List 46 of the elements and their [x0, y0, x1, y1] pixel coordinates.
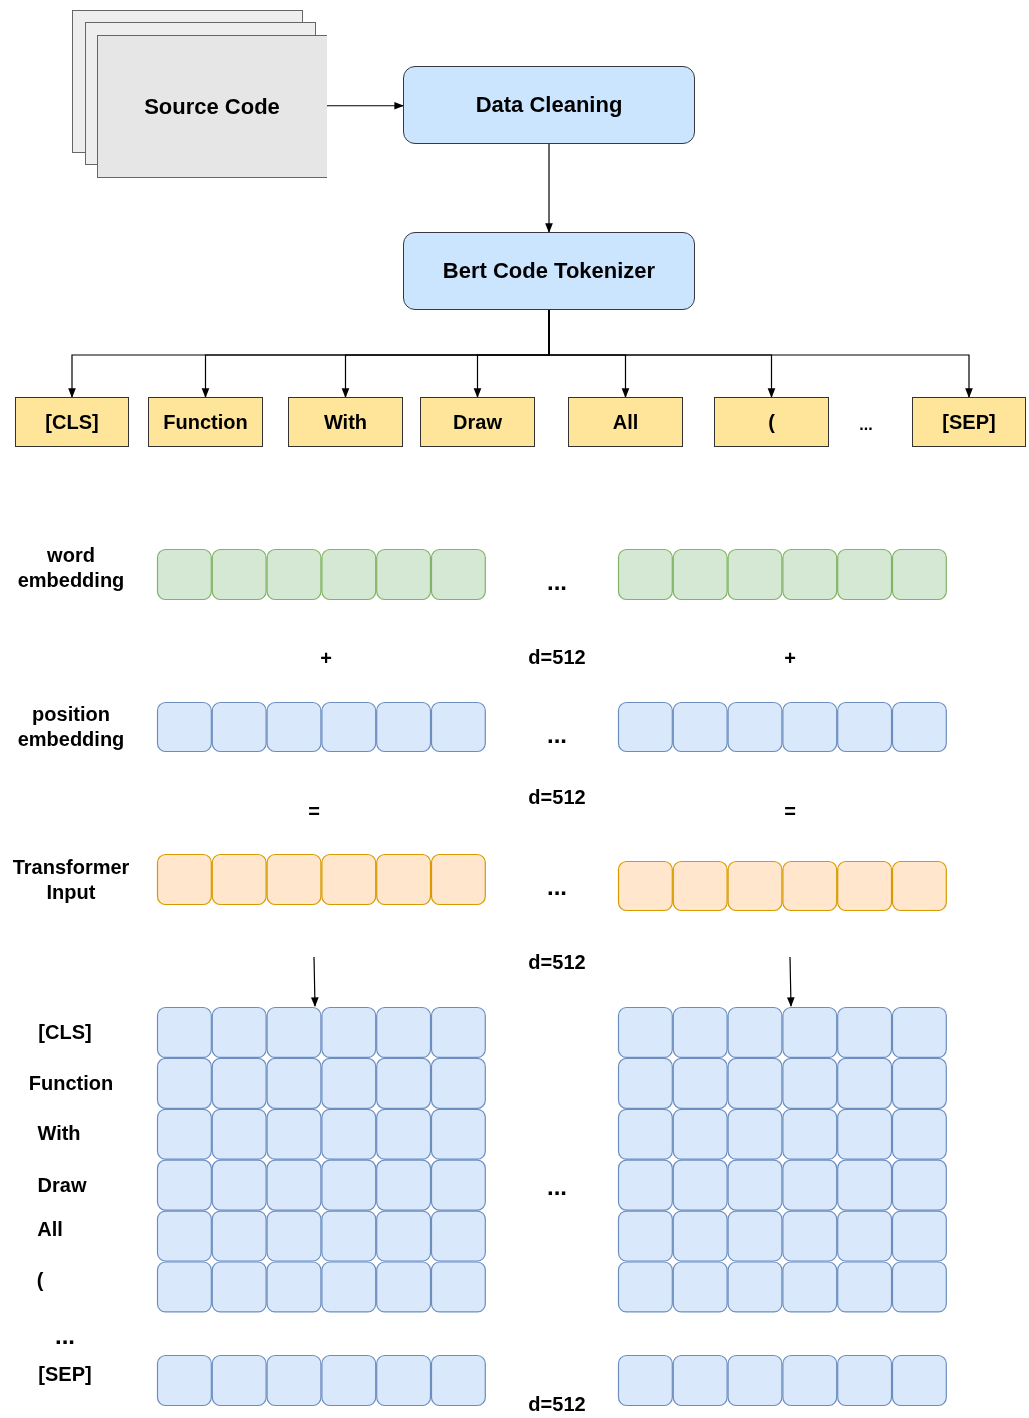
operator-symbol: +	[320, 645, 332, 671]
node-text: Function	[163, 410, 248, 434]
operator-symbol: +	[784, 645, 796, 671]
operator-symbol: =	[784, 798, 796, 824]
node-text: Data Cleaning	[475, 92, 623, 118]
document-stack	[72, 10, 327, 178]
ellipsis: ...	[547, 1172, 567, 1202]
node-text: Source Code	[144, 93, 280, 120]
token-label: (	[36, 1267, 44, 1293]
node-text: With	[323, 410, 368, 434]
row-label: Transformer Input	[11, 855, 131, 905]
dimension-label: d=512	[528, 644, 586, 670]
arrow	[326, 101, 404, 110]
node-text: Draw	[453, 410, 502, 434]
ellipsis: ...	[547, 567, 567, 597]
operator-symbol: =	[308, 798, 320, 824]
process-box	[403, 232, 695, 310]
token-label: Function	[28, 1070, 114, 1096]
token-box	[714, 397, 829, 447]
dimension-label: d=512	[528, 1391, 586, 1417]
node-text: [SEP]	[942, 410, 996, 434]
token-label: [CLS]	[38, 1019, 92, 1045]
token-label: [SEP]	[38, 1361, 92, 1387]
row-label: word embedding	[16, 543, 126, 593]
ellipsis: ...	[55, 1321, 75, 1351]
row-label: position embedding	[16, 702, 126, 752]
ellipsis: ...	[547, 720, 567, 750]
arrow	[545, 143, 553, 233]
token-box	[912, 397, 1026, 447]
dimension-label: d=512	[528, 784, 586, 810]
ellipsis: ...	[859, 415, 873, 435]
token-box	[568, 397, 683, 447]
token-label: All	[37, 1216, 63, 1242]
dimension-label: d=512	[528, 949, 586, 975]
node-text: [CLS]	[45, 410, 99, 434]
node-text: All	[612, 410, 639, 434]
token-label: Draw	[37, 1172, 87, 1198]
process-box	[403, 66, 695, 144]
token-box	[15, 397, 129, 447]
node-text: (	[768, 410, 775, 434]
token-box	[420, 397, 535, 447]
token-label: With	[37, 1120, 81, 1146]
ellipsis: ...	[547, 872, 567, 902]
node-text: Bert Code Tokenizer	[442, 258, 656, 284]
token-box	[148, 397, 263, 447]
token-box	[288, 397, 403, 447]
